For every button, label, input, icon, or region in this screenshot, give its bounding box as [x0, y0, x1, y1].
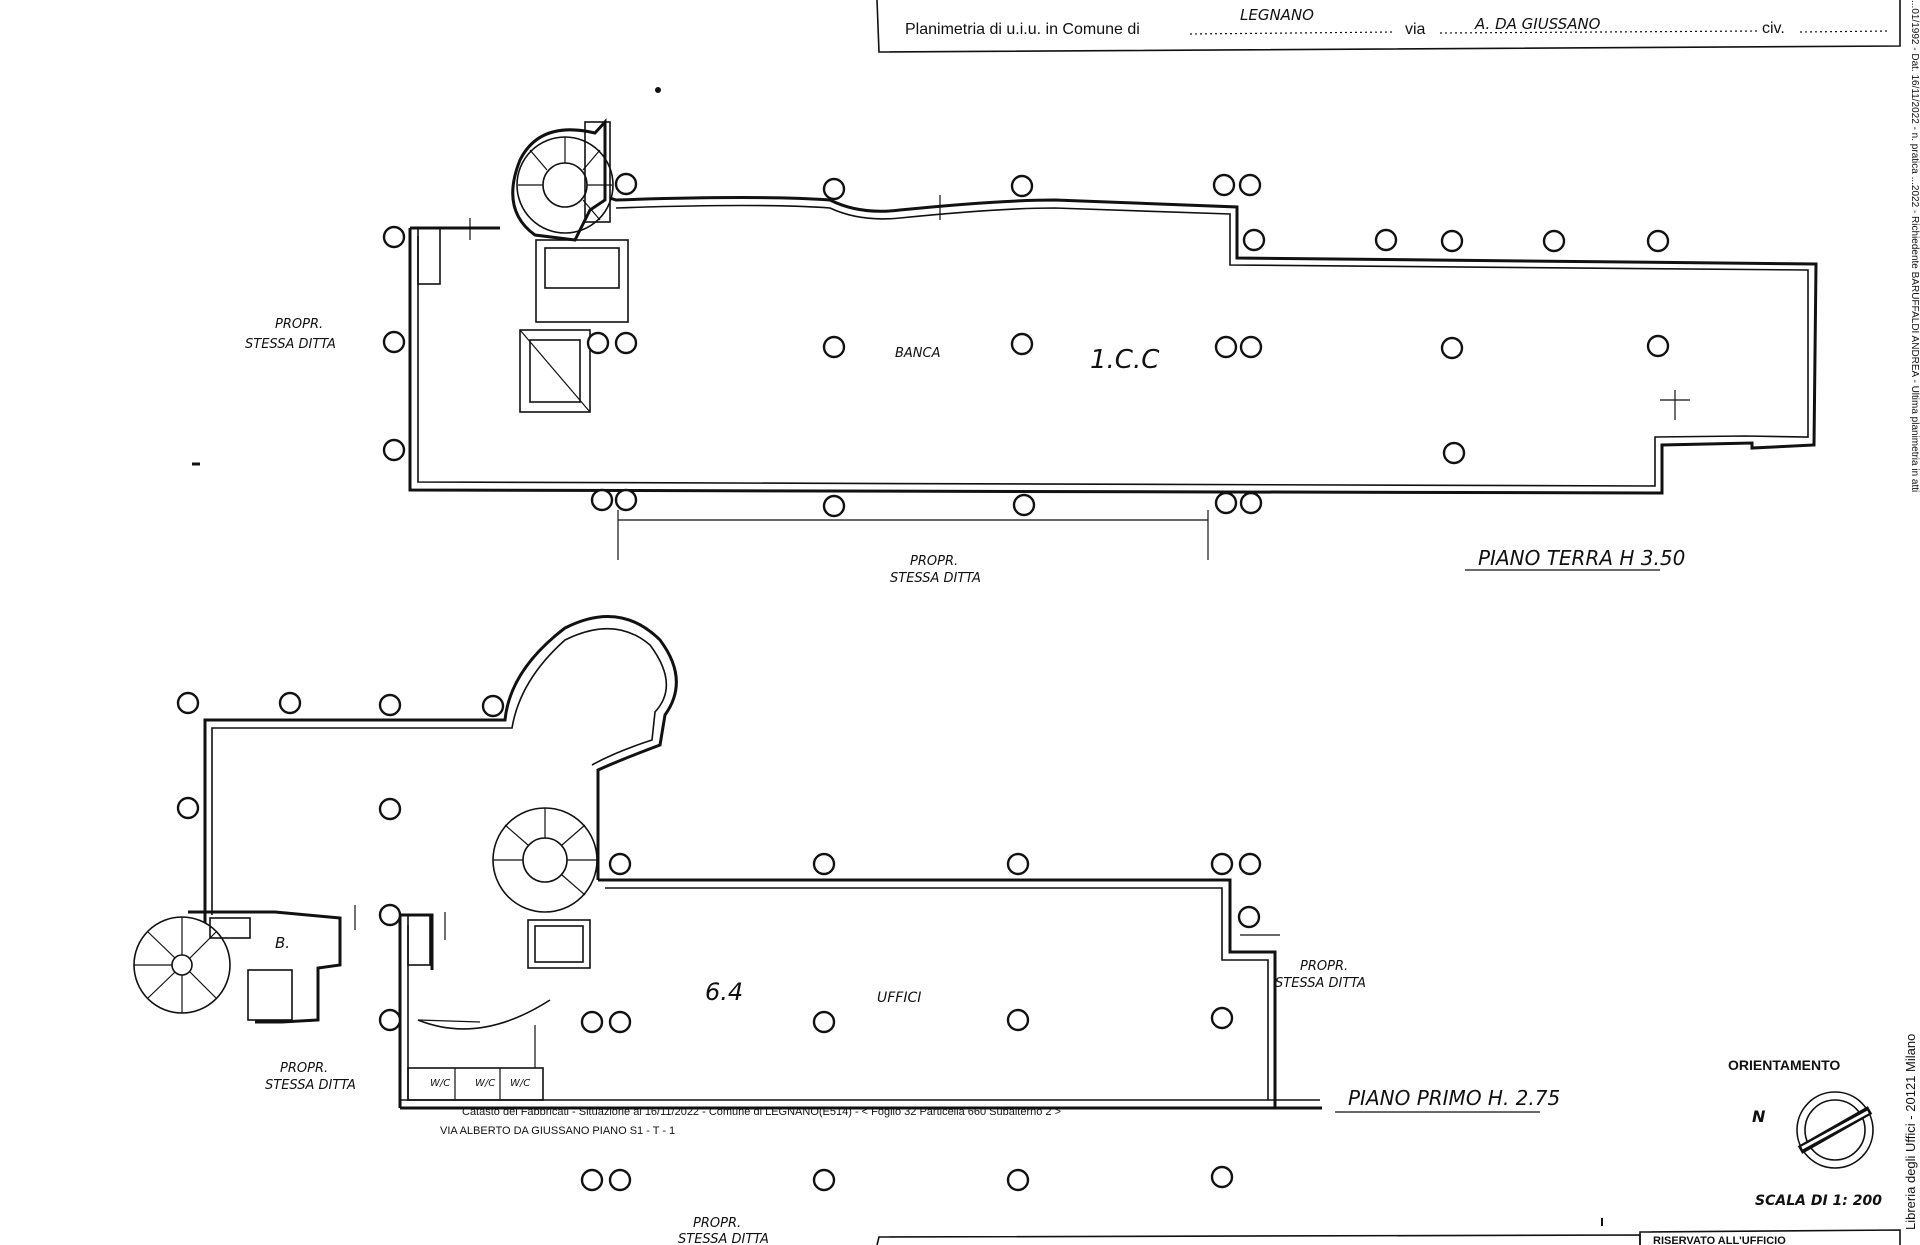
header-civ-label: civ.: [1762, 20, 1785, 37]
first-neighbor-left-2: STESSA DITTA: [265, 1078, 356, 1093]
first-floor-columns: [176, 691, 1262, 1192]
wc-label-2: W/C: [475, 1078, 495, 1089]
ground-neighbor-left-1: PROPR.: [275, 317, 323, 332]
north-mark: N: [1752, 1107, 1766, 1126]
orientation-block: ORIENTAMENTO N SCALA DI 1: 200: [1728, 1057, 1882, 1209]
ground-handwritten-mark: 1.C.C: [1090, 345, 1160, 375]
first-bath-label: B.: [275, 934, 290, 952]
scale-label: SCALA DI 1: 200: [1755, 1193, 1882, 1209]
ground-neighbor-left-2: STESSA DITTA: [245, 337, 336, 352]
cadastre-stamp: Catasto dei Fabbricati - Situazione al 1…: [462, 1106, 1061, 1118]
footer-boxes: RISERVATO ALL'UFFICIO: [876, 1229, 1901, 1245]
wc-label-3: W/C: [510, 1078, 530, 1089]
orientation-title: ORIENTAMENTO: [1728, 1057, 1840, 1073]
first-floor-plan: [133, 615, 1322, 1110]
header-via: A. DA GIUSSANO: [1474, 15, 1601, 33]
ground-floor-plan: [408, 118, 1818, 560]
first-room-label: UFFICI: [877, 990, 921, 1006]
side-text-bottom: Libreria degli Uffici - 20121 Milano: [1903, 1034, 1918, 1230]
side-text-top: ...01/1992 - Dat. 16/11/2022 - n. pratic…: [1909, 0, 1920, 492]
wc-label-1: W/C: [430, 1078, 450, 1089]
ground-neighbor-bottom-2: STESSA DITTA: [890, 571, 981, 586]
first-neighbor-right-2: STESSA DITTA: [1275, 976, 1366, 991]
header-via-label: via: [1405, 21, 1426, 38]
footer-reserved: RISERVATO ALL'UFFICIO: [1653, 1235, 1786, 1245]
first-neighbor-left-1: PROPR.: [280, 1061, 328, 1076]
ground-room-label: BANCA: [895, 346, 941, 361]
ground-floor-columns: [382, 172, 1670, 518]
header-prefix: Planimetria di u.i.u. in Comune di: [905, 21, 1140, 38]
address-stamp: VIA ALBERTO DA GIUSSANO PIANO S1 - T - 1: [440, 1125, 675, 1137]
ground-neighbor-bottom-1: PROPR.: [910, 554, 958, 569]
header-box: Planimetria di u.i.u. in Comune di LEGNA…: [876, 0, 1901, 53]
header-comune: LEGNANO: [1240, 6, 1314, 24]
first-neighbor-bottom-1: PROPR.: [693, 1216, 741, 1231]
first-neighbor-bottom-2: STESSA DITTA: [678, 1232, 769, 1245]
first-neighbor-right-1: PROPR.: [1300, 959, 1348, 974]
first-handwritten-mark: 6.4: [705, 978, 743, 1006]
first-floor-title: PIANO PRIMO H. 2.75: [1348, 1086, 1560, 1110]
ground-floor-title: PIANO TERRA H 3.50: [1478, 546, 1685, 570]
